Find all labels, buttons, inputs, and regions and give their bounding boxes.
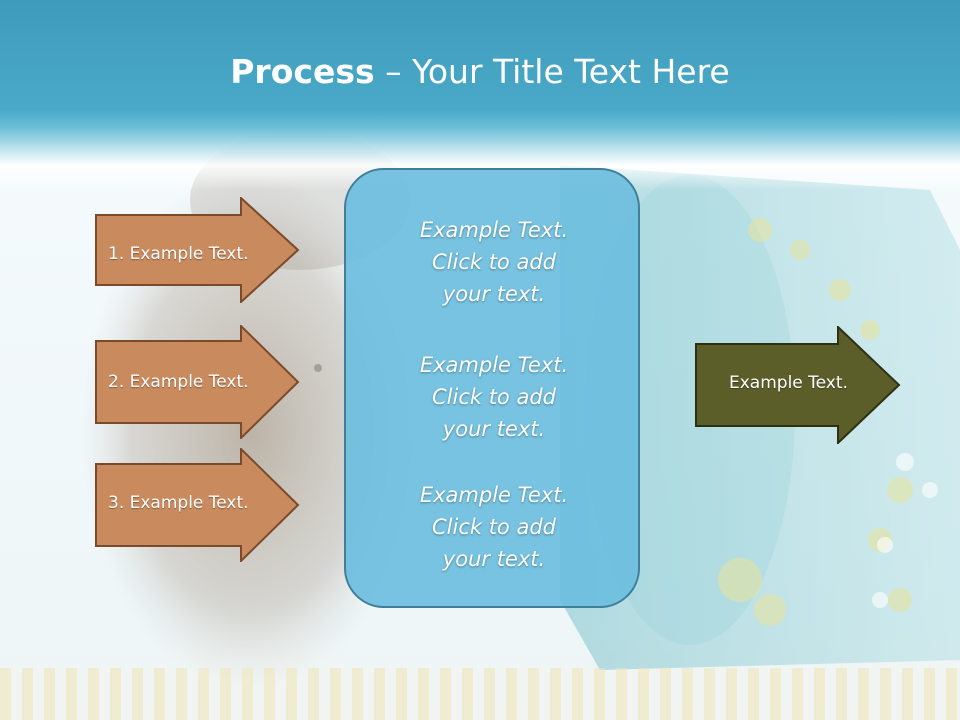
header-band xyxy=(0,0,960,190)
center-text-box[interactable]: Example Text. Click to add your text. Ex… xyxy=(344,168,640,608)
step-arrow-3-label: 3. Example Text. xyxy=(108,493,249,513)
center-item-2-line3: your text. xyxy=(442,417,546,441)
step-arrow-1-label: 1. Example Text. xyxy=(108,244,249,264)
center-item-3-line3: your text. xyxy=(442,547,546,571)
center-item-2-line1: Example Text. xyxy=(419,353,569,377)
center-item-3-line2: Click to add xyxy=(431,515,556,539)
result-arrow[interactable] xyxy=(695,326,901,444)
center-item-2: Example Text. Click to add your text. xyxy=(346,349,642,445)
step-arrow-1[interactable] xyxy=(95,197,300,303)
result-arrow-label: Example Text. xyxy=(729,373,848,393)
center-item-1-line2: Click to add xyxy=(431,250,556,274)
center-item-1-line3: your text. xyxy=(442,282,546,306)
center-item-3: Example Text. Click to add your text. xyxy=(346,479,642,575)
center-item-1-line1: Example Text. xyxy=(419,218,569,242)
center-item-1: Example Text. Click to add your text. xyxy=(346,214,642,310)
slide-title[interactable]: Process – Your Title Text Here xyxy=(0,52,960,91)
step-arrow-3[interactable] xyxy=(95,448,300,562)
title-rest: – Your Title Text Here xyxy=(374,52,730,91)
step-arrow-2-label: 2. Example Text. xyxy=(108,372,249,392)
step-arrow-2[interactable] xyxy=(95,325,300,439)
center-item-2-line2: Click to add xyxy=(431,385,556,409)
center-item-3-line1: Example Text. xyxy=(419,483,569,507)
title-bold: Process xyxy=(230,52,375,91)
